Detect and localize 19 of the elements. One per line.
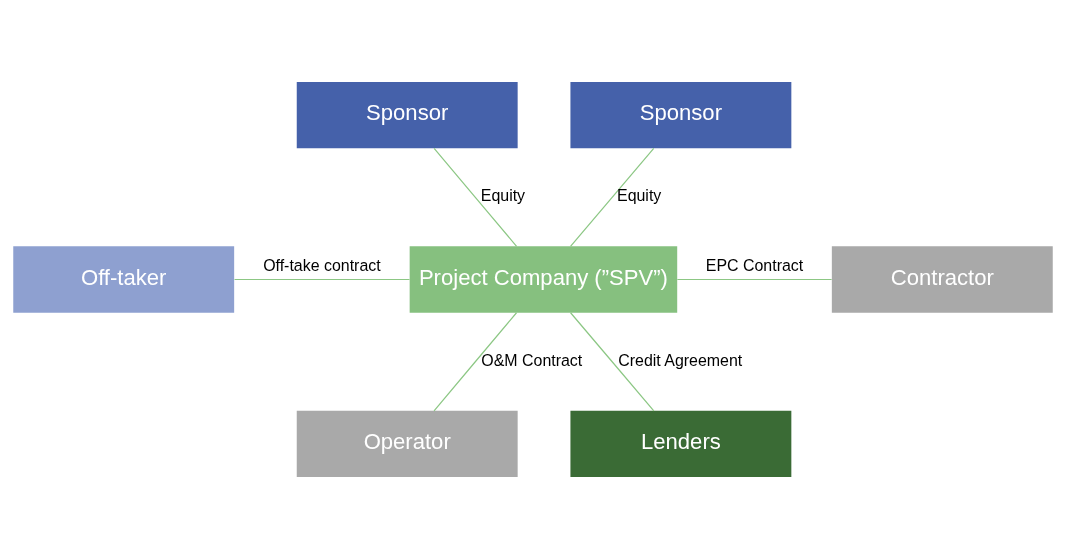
node-box: Sponsor (570, 81, 792, 149)
edge-label: Credit Agreement (618, 351, 743, 369)
connector (569, 312, 655, 412)
connector (676, 278, 833, 281)
node-box: Lenders (570, 410, 792, 478)
edge-label: EPC Contract (705, 257, 804, 275)
node-box: Operator (296, 410, 518, 478)
node-box: Sponsor (296, 81, 518, 149)
edge-label: Equity (617, 187, 662, 205)
edge-label: Off-take contract (263, 257, 381, 275)
edge-label: Equity (480, 187, 526, 205)
node-box: Project Company (”SPV”) (409, 246, 678, 313)
connector (569, 147, 655, 247)
edge-label: O&M Contract (481, 351, 583, 369)
connector (233, 278, 411, 281)
node-box: Off-taker (13, 246, 235, 313)
connector (433, 147, 518, 247)
node-box: Contractor (831, 246, 1053, 313)
connector (433, 312, 518, 412)
